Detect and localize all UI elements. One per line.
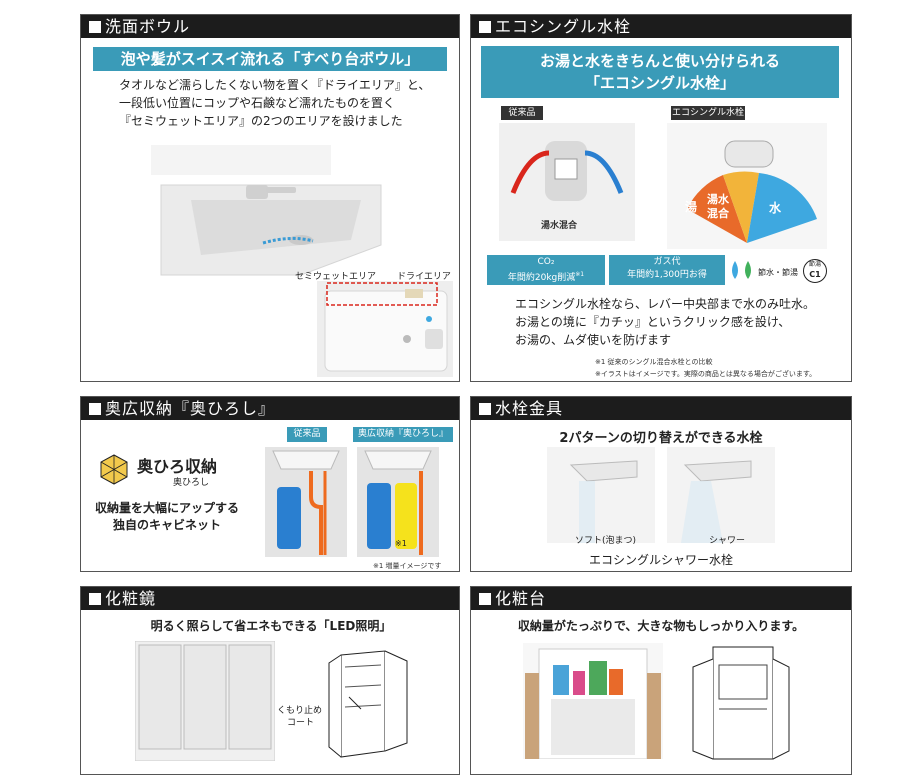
desc-line: エコシングル水栓なら、レバー中央部まで水のみ吐水。: [515, 297, 816, 311]
co2-note: ※1: [575, 271, 585, 278]
panel-title: 奥広収納『奥ひろし』: [105, 399, 276, 418]
banner-line: お湯と水をきちんと使い分けられる: [539, 52, 780, 70]
cube-logo-icon: [100, 454, 128, 485]
vanity-open-photo: [523, 643, 663, 759]
panel-header: 化粧台: [471, 587, 851, 610]
storage-desc: 独自のキャビネット: [113, 518, 222, 532]
new-storage-tag: 奥広収納『奥ひろし』: [353, 427, 453, 442]
promo-banner: 泡や髪がスイスイ流れる「すべり台ボウル」: [93, 47, 447, 71]
footnote: ※イラストはイメージです。実際の商品とは異なる場合がございます。: [595, 370, 817, 378]
panel-header: 水栓金具: [471, 397, 851, 420]
soft-faucet-photo: [547, 447, 655, 543]
square-icon: [89, 593, 101, 605]
mix-label: 湯水混合: [541, 221, 578, 231]
gas-box: ガス代 年間約1,300円お得: [609, 255, 725, 285]
shower-label: シャワー: [709, 536, 746, 546]
conventional-cabinet-illustration: [265, 447, 347, 557]
square-icon: [479, 403, 491, 415]
faucet-caption: エコシングルシャワー水栓: [588, 553, 733, 567]
feature-heading: 収納量がたっぷりで、大きな物もしっかり入ります。: [517, 619, 805, 633]
desc-line: 『セミウェットエリア』の2つのエリアを設けました: [119, 114, 403, 128]
cold-label: 水: [769, 201, 782, 215]
fog-coat-label: コート: [287, 718, 315, 728]
co2-box: CO₂ 年間約20kg削減※1: [487, 255, 605, 285]
dry-area-label: ドライエリア: [397, 272, 451, 282]
eco-faucet-illustration: [667, 123, 827, 249]
logo-sub: 奥ひろし: [173, 478, 210, 488]
save-label: 節水・節湯: [758, 268, 798, 277]
panel-title: 水栓金具: [495, 399, 564, 418]
banner-line: 「エコシングル水栓」: [584, 74, 735, 92]
increase-mark: ※1: [395, 539, 407, 548]
panel-title: 化粧鏡: [105, 589, 157, 608]
mirror-cabinet-front: [135, 641, 275, 761]
panel-storage: 奥広収納『奥ひろし』 奥ひろ収納 奥ひろし 収納量を大幅にアップする 独自のキャ…: [80, 396, 460, 572]
footnote: ※1 従来のシングル混合水栓との比較: [595, 358, 713, 366]
footnote: ※1 増量イメージです: [373, 562, 442, 570]
mirror-cabinet-open: [328, 650, 408, 758]
c1-badge: 節湯 C1: [803, 259, 827, 283]
feature-heading: 2パターンの切り替えができる水栓: [559, 431, 763, 446]
feature-heading: 明るく照らして省エネもできる「LED照明」: [150, 619, 392, 633]
gas-head: ガス代: [653, 257, 681, 267]
square-icon: [89, 21, 101, 33]
conventional-tag: 従来品: [501, 106, 543, 120]
desc-line: 一段低い位置にコップや石鹸など濡れたものを置く: [119, 96, 396, 110]
promo-banner: お湯と水をきちんと使い分けられる 「エコシングル水栓」: [481, 46, 839, 98]
area-overview-photo: [317, 281, 453, 377]
semi-wet-label: セミウェットエリア: [295, 272, 377, 282]
square-icon: [479, 593, 491, 605]
gas-value: 年間約1,300円お得: [627, 270, 707, 280]
c1-label-b: C1: [809, 270, 821, 279]
fog-coat-label: くもり止め: [277, 706, 323, 716]
logo-text: 奥ひろ収納: [137, 457, 218, 476]
mix-label-a: 湯水: [707, 193, 729, 206]
square-icon: [89, 403, 101, 415]
panel-header: 洗面ボウル: [81, 15, 459, 38]
square-icon: [479, 21, 491, 33]
conventional-faucet-photo: [499, 123, 635, 241]
panel-eco-faucet: エコシングル水栓 お湯と水をきちんと使い分けられる 「エコシングル水栓」 従来品…: [470, 14, 852, 382]
shower-faucet-photo: [667, 447, 775, 543]
new-cabinet-illustration: [357, 447, 439, 557]
vanity-line-drawing: [692, 646, 790, 760]
panel-faucet-fittings: 水栓金具 2パターンの切り替えができる水栓 ソフト(泡まつ) シャワー エコシン…: [470, 396, 852, 572]
mix-label-b: 混合: [707, 207, 729, 220]
co2-head: CO₂: [537, 257, 555, 267]
eco-tag: エコシングル水栓: [671, 106, 745, 120]
c1-label-a: 節湯: [808, 261, 821, 268]
desc-line: お湯の、ムダ使いを防げます: [515, 333, 672, 347]
panel-title: 化粧台: [495, 589, 547, 608]
panel-header: 奥広収納『奥ひろし』: [81, 397, 459, 420]
water-drop-icon: [732, 261, 751, 279]
storage-desc: 収納量を大幅にアップする: [95, 501, 240, 515]
hot-label: 湯: [685, 200, 698, 214]
panel-basin: 洗面ボウル 泡や髪がスイスイ流れる「すべり台ボウル」 タオルなど濡らしたくない物…: [80, 14, 460, 382]
desc-line: お湯との境に『カチッ』というクリック感を設け、: [515, 315, 791, 329]
panel-mirror: 化粧鏡 明るく照らして省エネもできる「LED照明」 くもり止め コート: [80, 586, 460, 775]
basin-illustration: [151, 145, 382, 276]
panel-header: エコシングル水栓: [471, 15, 851, 38]
panel-vanity: 化粧台 収納量がたっぷりで、大きな物もしっかり入ります。: [470, 586, 852, 775]
panel-header: 化粧鏡: [81, 587, 459, 610]
panel-title: 洗面ボウル: [105, 17, 191, 36]
conventional-tag: 従来品: [287, 427, 327, 442]
soft-label: ソフト(泡まつ): [575, 536, 637, 546]
panel-title: エコシングル水栓: [495, 17, 632, 36]
desc-line: タオルなど濡らしたくない物を置く『ドライエリア』と、: [119, 78, 431, 92]
co2-value: 年間約20kg削減: [507, 273, 576, 283]
